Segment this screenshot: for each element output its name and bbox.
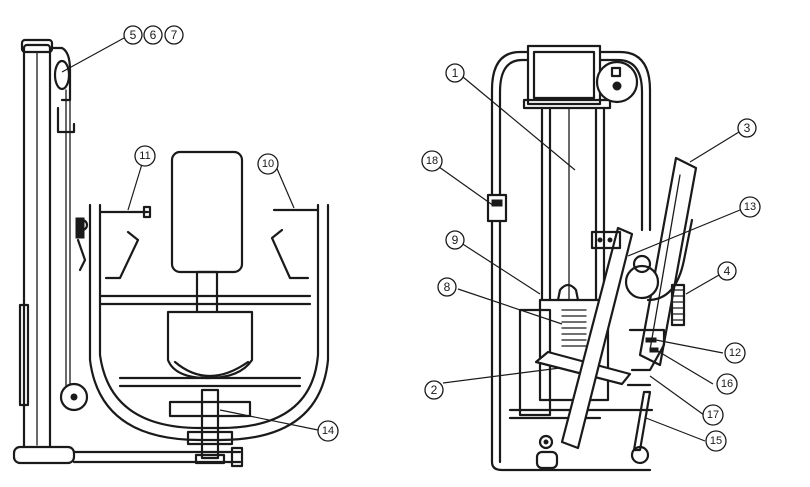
svg-text:3: 3 xyxy=(744,121,751,135)
svg-text:14: 14 xyxy=(322,425,334,437)
callout-16: 16 xyxy=(716,373,738,395)
svg-text:6: 6 xyxy=(150,28,157,42)
strap-holder xyxy=(486,193,508,223)
cam-wheel xyxy=(624,264,660,300)
svg-text:15: 15 xyxy=(710,435,722,447)
svg-text:1: 1 xyxy=(452,66,459,80)
callout-8: 8 xyxy=(437,277,457,297)
svg-text:11: 11 xyxy=(139,150,150,162)
callout-6: 6 xyxy=(143,25,163,45)
svg-text:16: 16 xyxy=(721,378,733,390)
callout-1: 1 xyxy=(445,63,465,83)
svg-text:7: 7 xyxy=(171,28,178,42)
callout-9: 9 xyxy=(445,230,465,250)
callout-11: 11 xyxy=(134,145,156,167)
callout-14: 14 xyxy=(317,420,339,442)
callout-13: 13 xyxy=(739,196,761,218)
svg-text:4: 4 xyxy=(724,264,731,278)
svg-text:12: 12 xyxy=(729,347,741,359)
side-view xyxy=(12,38,330,468)
pulley-top xyxy=(53,59,71,91)
top-shroud-panel xyxy=(526,44,602,106)
svg-text:9: 9 xyxy=(452,233,459,247)
svg-text:2: 2 xyxy=(431,383,438,397)
callout-3: 3 xyxy=(737,118,757,138)
callout-4: 4 xyxy=(717,261,737,281)
leader-lines xyxy=(61,37,741,442)
callout-17: 17 xyxy=(702,404,724,426)
callout-5: 5 xyxy=(123,25,143,45)
svg-text:8: 8 xyxy=(444,280,451,294)
svg-text:18: 18 xyxy=(426,155,438,167)
side-base-foot xyxy=(12,445,76,465)
svg-text:5: 5 xyxy=(130,28,137,42)
callout-10: 10 xyxy=(257,153,279,175)
callout-2: 2 xyxy=(424,380,444,400)
arm-frame xyxy=(88,203,330,442)
front-view xyxy=(486,44,698,472)
callout-18: 18 xyxy=(421,150,443,172)
back-pad xyxy=(170,150,244,274)
side-hardware xyxy=(75,217,85,239)
svg-text:10: 10 xyxy=(262,158,274,170)
callout-7: 7 xyxy=(164,25,184,45)
svg-text:13: 13 xyxy=(744,201,756,213)
press-arm xyxy=(560,226,634,450)
front-back-pad xyxy=(638,156,698,367)
svg-text:17: 17 xyxy=(707,409,719,421)
callout-15: 15 xyxy=(705,430,727,452)
callout-12: 12 xyxy=(724,342,746,364)
